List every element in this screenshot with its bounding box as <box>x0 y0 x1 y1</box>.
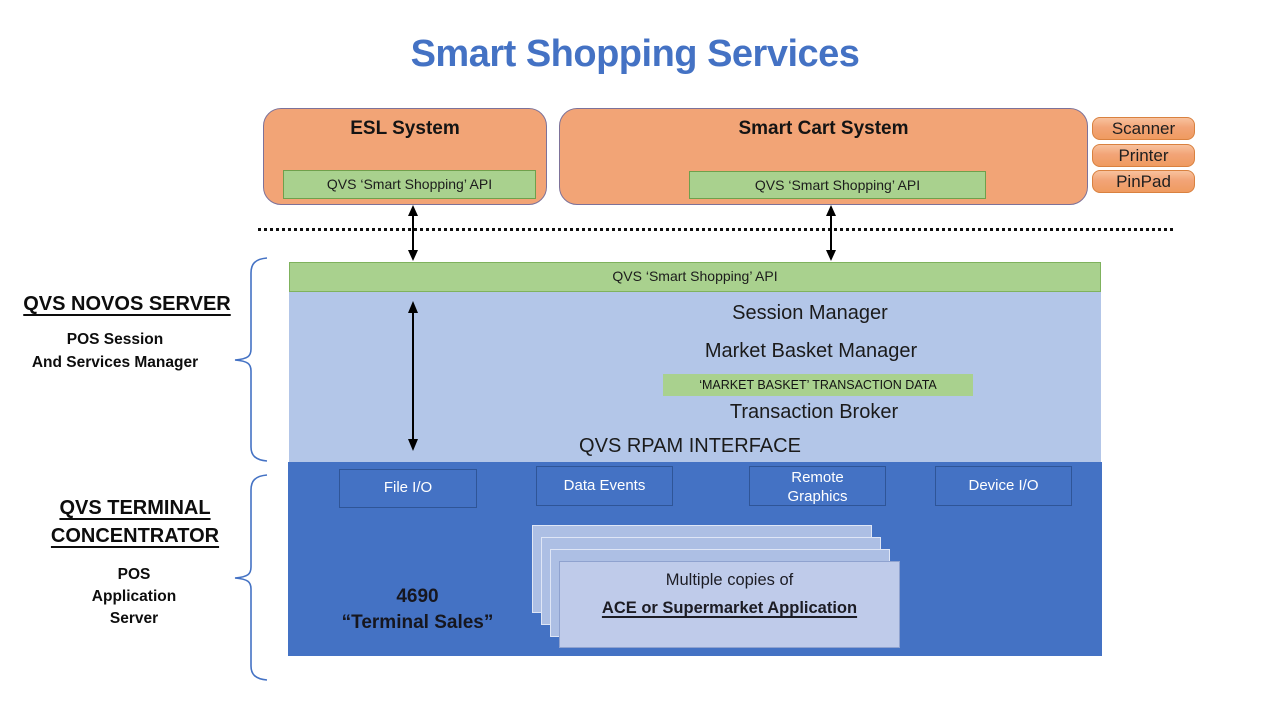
concentrator-heading-line1: QVS TERMINAL <box>59 497 211 519</box>
curly-brace-concentrator-icon <box>234 474 268 681</box>
io-box-device-io: Device I/O <box>935 466 1072 506</box>
peripheral-scanner: Scanner <box>1092 117 1195 140</box>
esl-system-title: ESL System <box>350 118 460 139</box>
app-copy-paper-front: Multiple copies of ACE or Supermarket Ap… <box>559 561 900 648</box>
io-box-file-io: File I/O <box>339 469 477 508</box>
smart-cart-system-title: Smart Cart System <box>738 118 909 139</box>
novos-api-bar: QVS ‘Smart Shopping’ API <box>289 262 1101 292</box>
esl-system-box: ESL System QVS ‘Smart Shopping’ API <box>263 108 547 205</box>
market-basket-transaction-data-chip: ‘MARKET BASKET’ TRANSACTION DATA <box>663 374 973 396</box>
novos-server-heading: QVS NOVOS SERVER <box>23 293 231 315</box>
market-basket-manager-label: Market Basket Manager <box>704 340 918 362</box>
concentrator-heading-line2: CONCENTRATOR <box>50 525 220 547</box>
io-box-remote-graphics: Remote Graphics <box>749 466 886 506</box>
peripheral-printer: Printer <box>1092 144 1195 167</box>
io-box-data-events: Data Events <box>536 466 673 506</box>
session-manager-label: Session Manager <box>732 302 888 324</box>
curly-brace-novos-icon <box>234 257 268 462</box>
terminal-sales-label: “Terminal Sales” <box>341 612 494 633</box>
concentrator-sub-line3: Server <box>109 610 159 627</box>
rpam-interface-label: QVS RPAM INTERFACE <box>579 435 801 457</box>
transaction-broker-label: Transaction Broker <box>729 401 899 423</box>
concentrator-sub-line1: POS <box>117 566 151 583</box>
novos-sub-line2: And Services Manager <box>31 354 199 371</box>
concentrator-sub-line2: Application <box>91 588 177 605</box>
terminal-4690-label: 4690 <box>396 586 439 607</box>
page-title: Smart Shopping Services <box>410 33 860 75</box>
double-arrow-esl-icon <box>408 205 418 261</box>
double-arrow-smart-cart-icon <box>826 205 836 261</box>
smart-cart-system-box: Smart Cart System QVS ‘Smart Shopping’ A… <box>559 108 1088 205</box>
peripheral-pinpad: PinPad <box>1092 170 1195 193</box>
ace-application-label: ACE or Supermarket Application <box>601 599 858 617</box>
multiple-copies-label: Multiple copies of <box>665 571 794 589</box>
novos-sub-line1: POS Session <box>66 331 164 348</box>
smart-cart-api-chip: QVS ‘Smart Shopping’ API <box>689 171 986 199</box>
esl-api-chip: QVS ‘Smart Shopping’ API <box>283 170 536 199</box>
network-boundary-dotted-line <box>258 228 1173 231</box>
